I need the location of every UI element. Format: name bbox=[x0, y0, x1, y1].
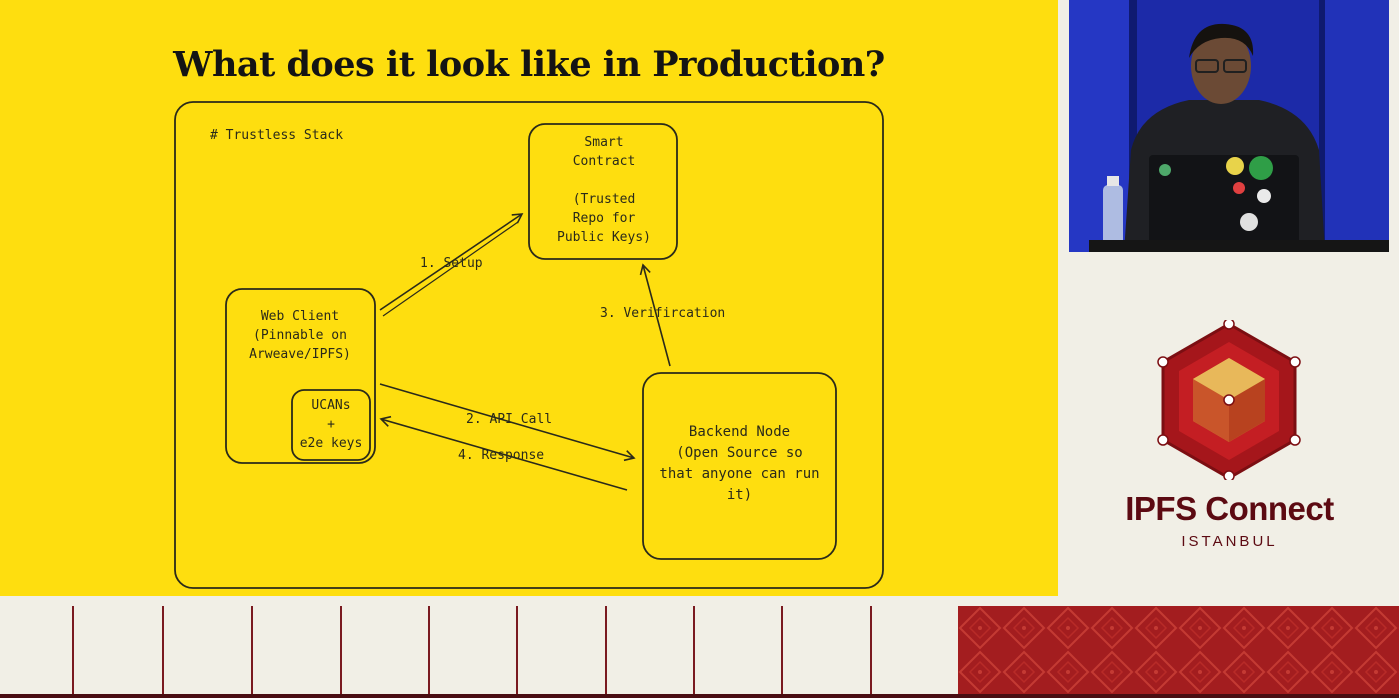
ornamental-pattern bbox=[958, 606, 1399, 694]
verification-edge-label: 3. Verifircation bbox=[600, 306, 726, 321]
strip-cell bbox=[693, 606, 781, 694]
presentation-slide: What does it look like in Production? # … bbox=[0, 0, 1058, 596]
setup-arrow-sketch bbox=[382, 221, 519, 317]
strip-cell bbox=[340, 606, 428, 694]
architecture-diagram bbox=[174, 101, 884, 589]
response-edge-label: 4. Response bbox=[458, 448, 545, 463]
event-name: IPFS Connect bbox=[1125, 490, 1334, 527]
web-client-label: Web Client (Pinnable on Arweave/IPFS) bbox=[249, 309, 351, 362]
strip-cell bbox=[605, 606, 693, 694]
verification-arrow bbox=[639, 263, 671, 367]
frame-label: # Trustless Stack bbox=[210, 128, 344, 143]
strip-cell bbox=[72, 606, 162, 694]
smart-contract-label: Smart Contract (Trusted Repo for Public … bbox=[557, 135, 651, 245]
trustless-stack-frame bbox=[174, 101, 884, 589]
strip-cell bbox=[781, 606, 870, 694]
speaker-image bbox=[1069, 0, 1389, 252]
ipfs-connect-logo bbox=[1157, 320, 1301, 480]
strip-cell bbox=[428, 606, 516, 694]
strip-cell bbox=[251, 606, 340, 694]
smart-contract-box bbox=[528, 123, 678, 260]
api-call-arrow bbox=[379, 383, 636, 462]
ucans-label: UCANs + e2e keys bbox=[299, 398, 363, 451]
event-city: ISTANBUL bbox=[1181, 533, 1278, 550]
speaker-video bbox=[1069, 0, 1389, 252]
web-client-box bbox=[225, 288, 376, 464]
strip-cell bbox=[162, 606, 251, 694]
strip-cell bbox=[870, 606, 958, 694]
setup-arrow bbox=[379, 213, 524, 311]
bottom-bar bbox=[0, 694, 1399, 698]
slide-title: What does it look like in Production? bbox=[173, 44, 885, 85]
ucans-box bbox=[291, 389, 371, 461]
strip-cell bbox=[516, 606, 605, 694]
setup-edge-label: 1. Setup bbox=[420, 256, 483, 271]
backend-node-label: Backend Node (Open Source so that anyone… bbox=[659, 424, 820, 503]
backend-node-box bbox=[642, 372, 837, 560]
response-arrow bbox=[379, 415, 628, 491]
api-call-edge-label: 2. API Call bbox=[466, 412, 553, 427]
